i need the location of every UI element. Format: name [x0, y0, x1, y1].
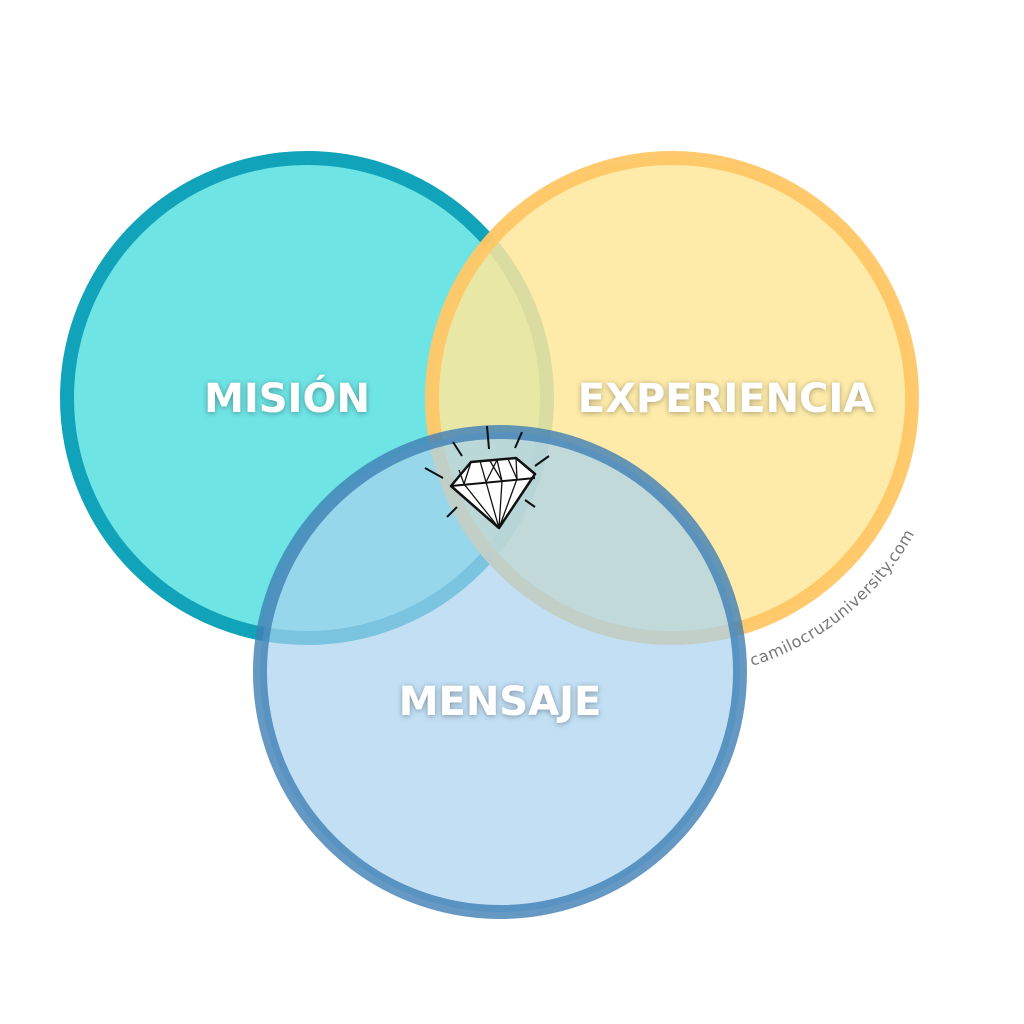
label-experiencia: EXPERIENCIA	[578, 376, 875, 422]
circle-mensaje	[253, 425, 747, 919]
label-mensaje: MENSAJE	[399, 679, 602, 725]
diamond-icon	[424, 425, 550, 530]
label-mision: MISIÓN	[204, 374, 370, 422]
